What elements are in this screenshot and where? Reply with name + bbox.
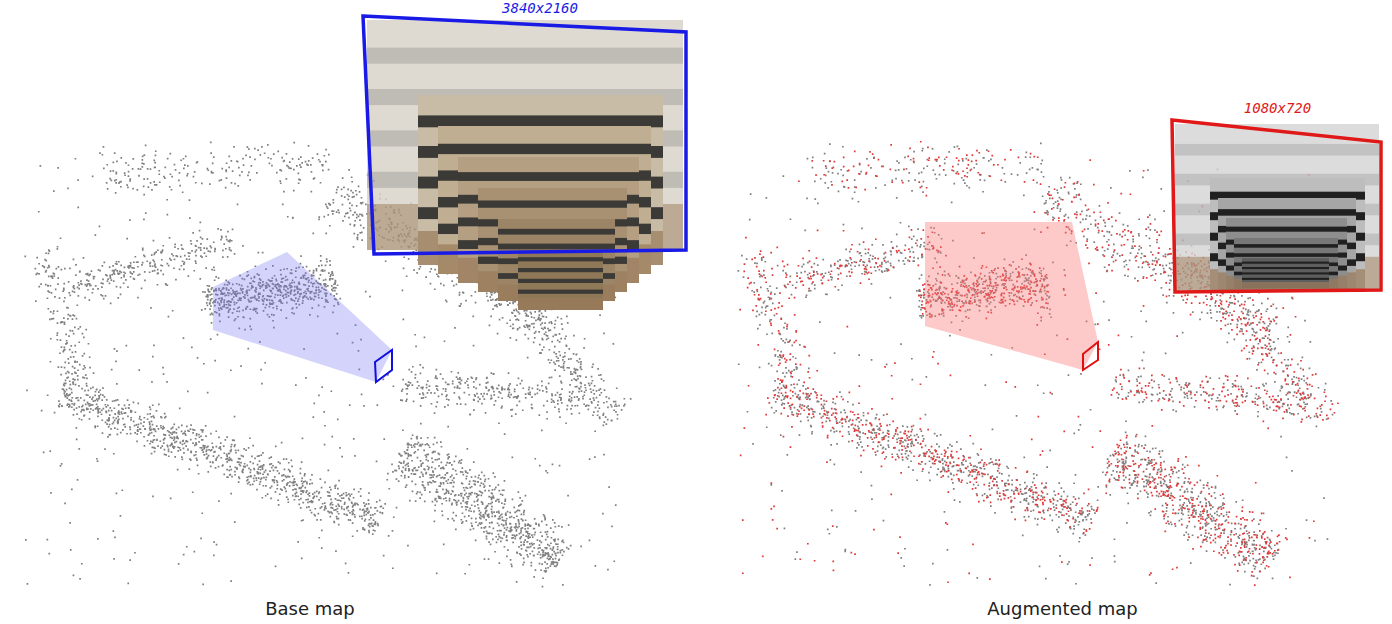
point-cloud [24, 142, 631, 588]
camera-icon [375, 350, 392, 382]
caption-label: Augmented map [985, 598, 1140, 620]
pyramid-image [1175, 124, 1379, 290]
pyramid-image [1234, 238, 1338, 289]
resolution-label: 1080x720 [1165, 100, 1390, 116]
camera-frustum [213, 252, 392, 382]
pyramid-graphic [355, 0, 700, 320]
image-frame [363, 16, 686, 254]
camera-icon [1083, 342, 1098, 370]
image-pyramid: 3840x2160 [355, 0, 700, 320]
pyramid-image [1218, 198, 1356, 291]
image-pyramid: 1080x720 [1165, 100, 1390, 300]
resolution-label: 3840x2160 [385, 0, 695, 16]
camera-frustum [925, 222, 1098, 370]
pyramid-image [1242, 258, 1329, 288]
pyramid-image [518, 250, 603, 310]
pyramid-graphic [1165, 100, 1390, 300]
image-frame [1172, 120, 1381, 292]
pyramid-image [1210, 178, 1365, 292]
pyramid-image [1226, 218, 1347, 290]
caption-label: Base map [263, 598, 357, 620]
